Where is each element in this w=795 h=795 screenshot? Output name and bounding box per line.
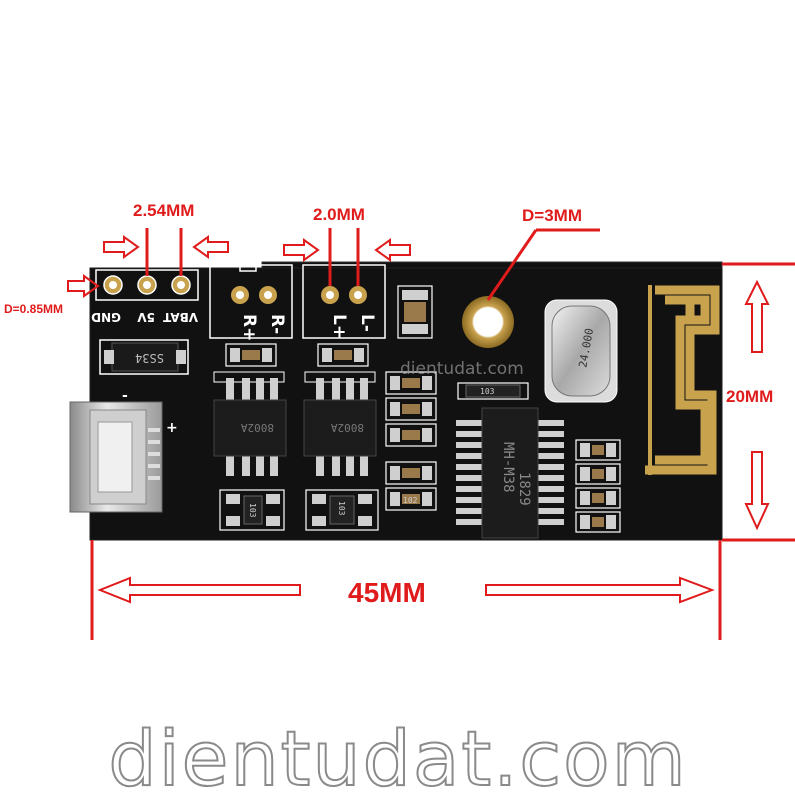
pin-label-gnd: GND [91, 310, 121, 324]
speaker-left-connector: L+ L- [302, 264, 386, 339]
dim-pin-pitch-header: 2.54MM [133, 201, 194, 220]
antenna-trace [645, 285, 720, 475]
diode-label: SS34 [135, 351, 164, 365]
dim-pin-pitch-speaker: 2.0MM [313, 205, 365, 224]
bt-chip-code: 1829 [516, 472, 532, 506]
speaker-label-r-plus: R+ [239, 314, 259, 341]
bt-chip-label: MH-M38 [500, 442, 516, 493]
speaker-label-l-plus: L+ [329, 314, 349, 339]
resistor-label-2: 102 [403, 496, 418, 505]
dim-board-width: 45MM [348, 577, 426, 608]
dimension-annotations [67, 228, 795, 640]
amp-chip-1-label: 8002A [241, 421, 274, 434]
mount-hole [462, 296, 514, 348]
speaker-right-connector: R+ R- [209, 264, 293, 341]
board-silk-watermark: dientudat.com [400, 359, 524, 379]
pin-label-5v: 5V [137, 310, 155, 324]
resistor-label-4: 103 [337, 501, 346, 516]
header-pins: GND 5V VBAT [91, 269, 199, 324]
amp-chip-2-label: 8002A [331, 421, 364, 434]
dim-board-height: 20MM [726, 387, 773, 406]
watermark-text: dientudat.com [108, 714, 687, 795]
resistor-label-1: 103 [480, 387, 495, 396]
resistor-label-3: 103 [248, 503, 257, 518]
bluetooth-chip: MH-M38 1829 [456, 407, 564, 539]
pin-label-vbat: VBAT [162, 310, 198, 324]
micro-usb-connector: - + [69, 388, 178, 513]
usb-plus-sign: + [166, 420, 178, 436]
amplifier-chip-1: 8002A [213, 371, 287, 476]
passive-components: 103 102 103 103 [219, 285, 621, 533]
speaker-label-l-minus: L- [357, 314, 377, 332]
speaker-label-r-minus: R- [267, 314, 287, 334]
diode-ss34: SS34 [99, 339, 189, 375]
amplifier-chip-2: 8002A [303, 371, 377, 476]
crystal-oscillator: 24.000 [544, 299, 618, 403]
dim-pin-hole: D=0.85MM [4, 302, 63, 316]
usb-minus-sign: - [122, 388, 128, 404]
dim-mount-hole: D=3MM [522, 206, 582, 225]
